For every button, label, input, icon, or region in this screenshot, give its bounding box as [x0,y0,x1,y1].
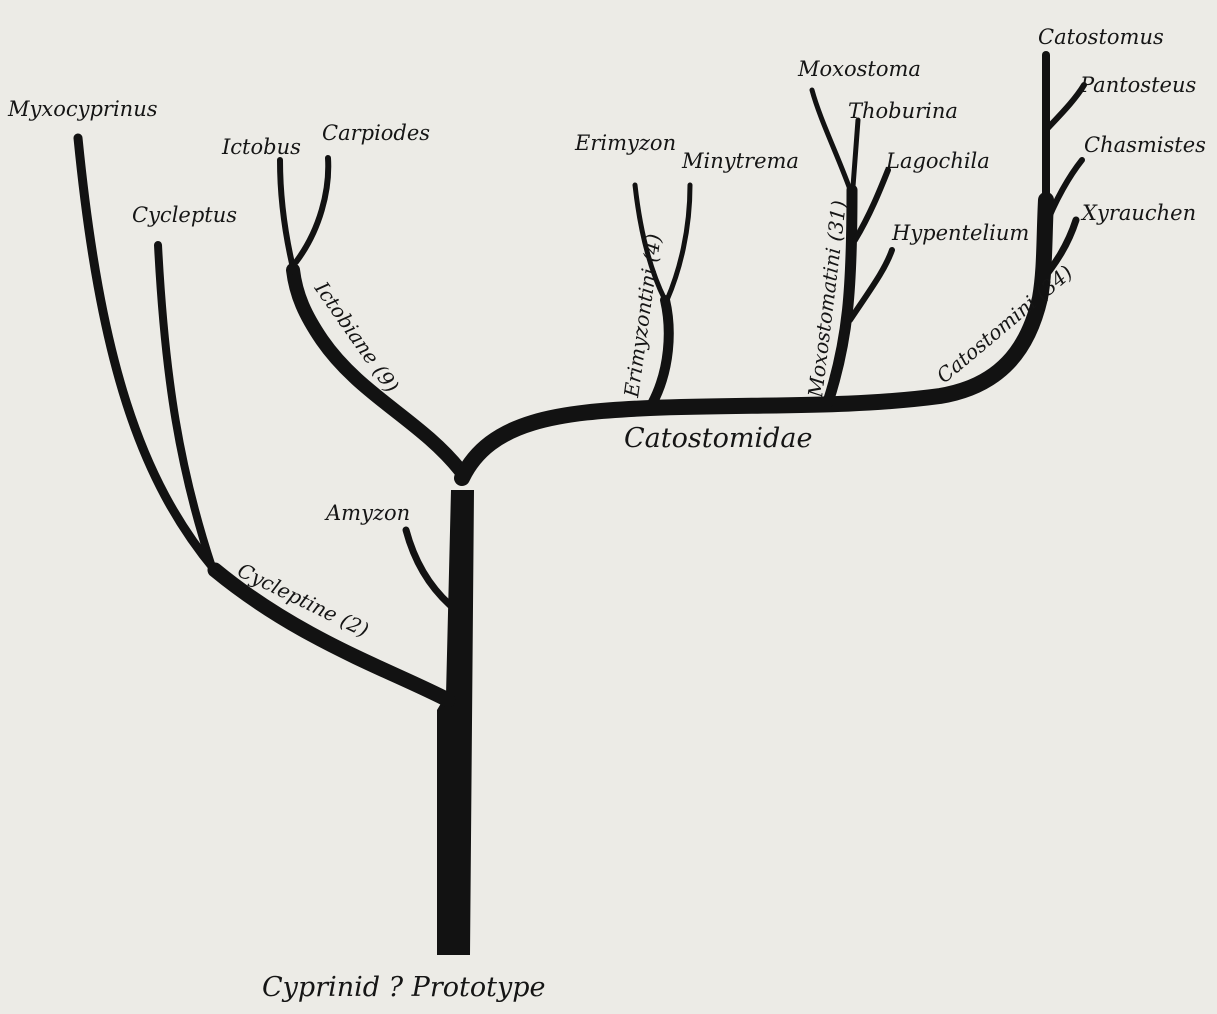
branch-cycleptus [158,245,212,567]
taxon-pantosteus: Pantosteus [1079,73,1196,97]
branch-ictiobus [280,160,294,272]
taxon-thoburnia: Thoburina [848,99,958,123]
taxon-carpiodes: Carpiodes [322,121,430,145]
taxon-moxostoma: Moxostoma [797,57,921,81]
branch-carpiodes [296,158,328,262]
taxon-minytrema: Minytrema [681,149,799,173]
taxon-erimyzon: Erimyzon [574,131,676,155]
branch-lagochila [855,170,888,240]
taxon-lagochila: Lagochila [885,149,990,173]
branch-amyzon [406,530,450,605]
taxon-xyrauchen: Xyrauchen [1080,201,1196,225]
branch-pantosteus [1046,85,1084,130]
taxon-chasmistes: Chasmistes [1084,133,1206,157]
taxon-myxocyprinus: Myxocyprinus [7,97,158,121]
taxon-ictiobus: Ictobus [221,135,301,159]
taxon-cycleptus: Cycleptus [132,203,237,227]
taxon-amyzon: Amyzon [324,501,410,525]
root-label: Cyprinid ? Prototype [262,972,546,1003]
branch-cycleptine [215,570,448,700]
family-label: Catostomidae [624,423,812,454]
branch-moxostoma [812,90,852,195]
taxon-hypentelium: Hypentelium [891,221,1029,245]
trunk [437,490,474,955]
branch-minytrema [667,185,690,300]
taxon-catostomus: Catostomus [1038,25,1164,49]
